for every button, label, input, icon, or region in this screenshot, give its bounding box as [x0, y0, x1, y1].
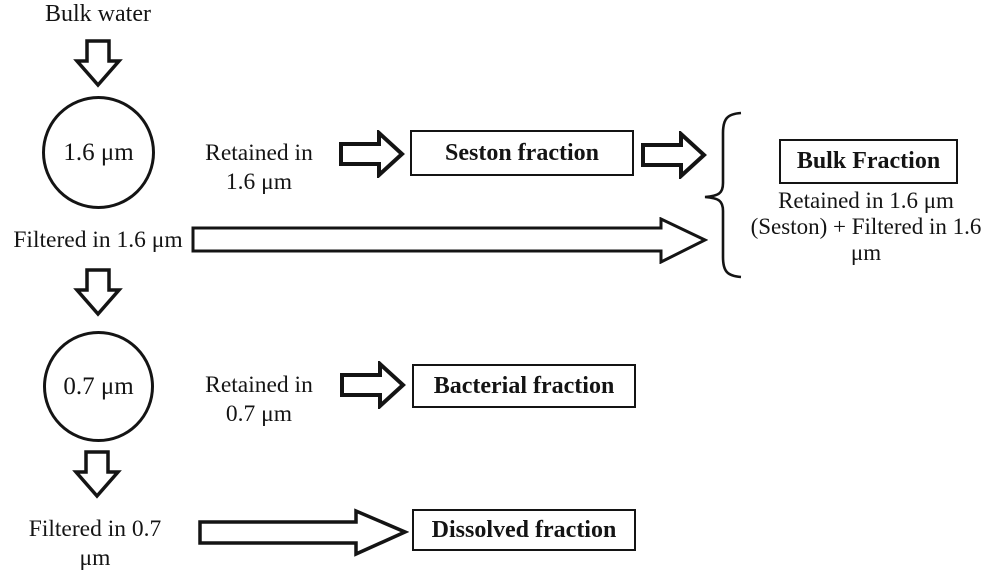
down-arrow-1-icon: [73, 39, 123, 88]
retained-1-6-label: Retained in 1.6 μm: [193, 139, 325, 197]
bulk-fraction-label: Bulk Fraction: [796, 148, 941, 174]
filter-0-7-circle: 0.7 μm: [43, 331, 154, 442]
filter-1-6-label: 1.6 μm: [63, 138, 134, 166]
right-arrow-1-icon: [339, 130, 405, 178]
filtered-0-7-label: Filtered in 0.7 μm: [15, 515, 175, 573]
medium-right-arrow-icon: [198, 508, 409, 557]
filter-1-6-circle: 1.6 μm: [42, 96, 155, 209]
filtered-1-6-label: Filtered in 1.6 μm: [13, 227, 183, 253]
down-arrow-2-icon: [73, 268, 123, 317]
bulk-water-label: Bulk water: [45, 1, 151, 27]
filtered-0-7-line2: μm: [79, 545, 111, 571]
filter-0-7-label: 0.7 μm: [63, 372, 134, 400]
down-arrow-3-icon: [72, 450, 122, 499]
dissolved-fraction-box: Dissolved fraction: [412, 509, 636, 551]
long-right-arrow-icon: [191, 217, 708, 264]
brace-icon: [704, 111, 742, 279]
retained-0-7-line2: 0.7 μm: [225, 401, 293, 427]
bacterial-fraction-box: Bacterial fraction: [412, 364, 636, 408]
seston-fraction-box: Seston fraction: [410, 130, 634, 176]
seston-fraction-label: Seston fraction: [445, 139, 599, 166]
bulk-fraction-box: Bulk Fraction: [779, 139, 958, 184]
retained-0-7-label: Retained in 0.7 μm: [193, 371, 325, 429]
retained-1-6-line1: Retained in: [205, 140, 313, 166]
filtered-0-7-line1: Filtered in 0.7: [28, 516, 162, 542]
retained-0-7-line1: Retained in: [205, 372, 313, 398]
right-arrow-3-icon: [340, 361, 406, 409]
retained-1-6-line2: 1.6 μm: [225, 169, 293, 195]
bulk-desc-line3: μm: [850, 240, 882, 265]
dissolved-fraction-label: Dissolved fraction: [431, 516, 617, 543]
bulk-fraction-description: Retained in 1.6 μm (Seston) + Filtered i…: [733, 188, 999, 266]
bulk-desc-line1: Retained in 1.6 μm: [778, 188, 954, 213]
bulk-desc-line2: (Seston) + Filtered in 1.6: [750, 214, 982, 239]
right-arrow-2-icon: [641, 131, 707, 179]
bacterial-fraction-label: Bacterial fraction: [433, 372, 615, 399]
